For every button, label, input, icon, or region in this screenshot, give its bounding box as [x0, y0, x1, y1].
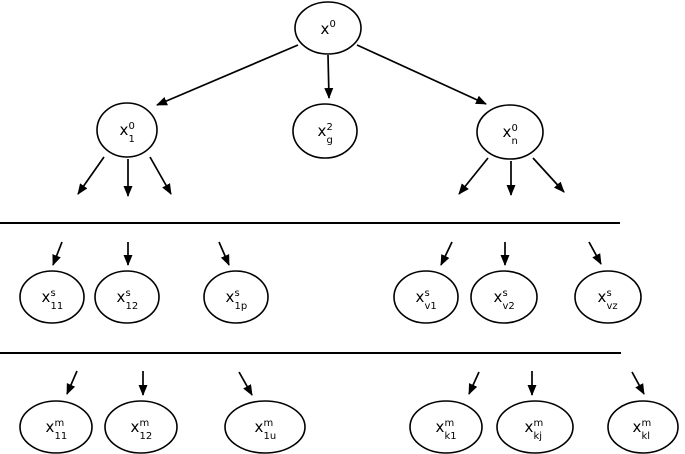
node-ellipse-x11-m [19, 400, 93, 454]
node-label-superscript-x11-s: s [51, 288, 56, 299]
node-label-subscript-x1-0: 1 [129, 134, 135, 145]
arrow-x1-child-left [77, 156, 105, 195]
node-label-base-x11-s: x [42, 288, 51, 306]
node-label-superscript-x12-m: m [140, 418, 150, 429]
node-label-base-x11-m: x [46, 418, 55, 436]
node-label-subscript-xkl-m: kl [642, 431, 651, 442]
node-label-base-x1-0: x [120, 121, 129, 139]
node-label-base-xv1-s: x [416, 288, 425, 306]
node-ellipse-xn-0 [476, 104, 544, 160]
node-ellipse-xvz-s [574, 270, 642, 324]
node-label-subscript-x11-s: 11 [51, 301, 64, 312]
arrow-root-to-x1-0 [156, 44, 299, 106]
node-label-superscript-xk1-m: m [445, 418, 455, 429]
node-label-superscript-root: 0 [330, 19, 336, 30]
node-label-base-x1u-m: x [255, 418, 264, 436]
node-label-subscript-xv1-s: v1 [425, 301, 437, 312]
arrow-to-x1u-m [238, 371, 253, 396]
node-label-subscript-xv2-s: v2 [503, 301, 515, 312]
node-label-base-xvz-s: x [598, 288, 607, 306]
node-label-base-xg-2: x [318, 122, 327, 140]
separator-layer [0, 222, 621, 354]
node-label-subscript-xvz-s: vz [607, 301, 618, 312]
node-label-base-xk1-m: x [436, 418, 445, 436]
node-label-subscript-x11-m: 11 [55, 431, 68, 442]
node-label-superscript-xkj-m: m [534, 418, 544, 429]
arrow-xn-child-right [532, 157, 565, 193]
node-ellipse-xkl-m [607, 400, 679, 454]
arrow-root-to-xn-0 [356, 44, 487, 105]
node-label-base-x1p-s: x [226, 288, 235, 306]
arrow-x1-child-right [149, 156, 172, 195]
node-label-superscript-xv2-s: s [503, 288, 508, 299]
node-label-superscript-xkl-m: m [642, 418, 652, 429]
arrow-to-xk1-m [468, 371, 480, 395]
node-label-subscript-xkj-m: kj [534, 431, 543, 442]
node-ellipse-xv1-s [393, 270, 459, 324]
arrow-to-xv1-s [440, 241, 453, 266]
node-label-base-x12-s: x [117, 288, 126, 306]
node-label-subscript-x1p-s: 1p [235, 301, 248, 312]
node-label-superscript-x1p-s: s [235, 288, 240, 299]
node-ellipse-x12-s [94, 270, 160, 324]
node-ellipse-x12-m [104, 400, 178, 454]
node-ellipse-x1-0 [96, 102, 158, 158]
node-label-superscript-xv1-s: s [425, 288, 430, 299]
node-label-superscript-x1-0: 0 [129, 121, 135, 132]
arrow-to-x11-s [52, 241, 63, 266]
node-ellipse-xg-2 [292, 103, 358, 159]
node-label-superscript-xvz-s: s [607, 288, 612, 299]
node-label-subscript-xk1-m: k1 [445, 431, 457, 442]
node-label-subscript-x12-m: 12 [140, 431, 153, 442]
node-label-superscript-x1u-m: m [264, 418, 274, 429]
node-label-base-xn-0: x [503, 123, 512, 141]
node-label-superscript-x12-s: s [126, 288, 131, 299]
node-ellipse-x1p-s [203, 270, 269, 324]
node-ellipse-xkj-m [496, 400, 574, 454]
arrow-layer [52, 44, 645, 396]
node-label-base-xv2-s: x [494, 288, 503, 306]
node-label-subscript-xn-0: n [512, 136, 518, 147]
node-label-base-root: x [321, 20, 330, 38]
arrow-to-x11-m [66, 370, 78, 395]
node-label-superscript-x11-m: m [55, 418, 65, 429]
arrow-root-to-xg-2 [324, 54, 334, 99]
node-label-base-x12-m: x [131, 418, 140, 436]
node-label-subscript-x12-s: 12 [126, 301, 139, 312]
node-label-subscript-xg-2: g [327, 135, 333, 146]
node-label-subscript-x1u-m: 1u [264, 431, 277, 442]
arrow-to-x1p-s [218, 241, 230, 266]
arrow-to-xkl-m [631, 371, 645, 395]
node-ellipse-xk1-m [409, 400, 483, 454]
node-label-base-xkj-m: x [525, 418, 534, 436]
arrow-xn-child-left [458, 157, 489, 195]
node-ellipse-x1u-m [224, 400, 306, 454]
node-ellipse-xv2-s [470, 270, 538, 324]
node-label-superscript-xg-2: 2 [327, 122, 333, 133]
node-ellipse-root [294, 1, 362, 55]
node-label-base-xkl-m: x [633, 418, 642, 436]
node-label-superscript-xn-0: 0 [512, 123, 518, 134]
node-ellipse-x11-s [19, 270, 85, 324]
arrow-to-xvz-s [588, 241, 602, 265]
